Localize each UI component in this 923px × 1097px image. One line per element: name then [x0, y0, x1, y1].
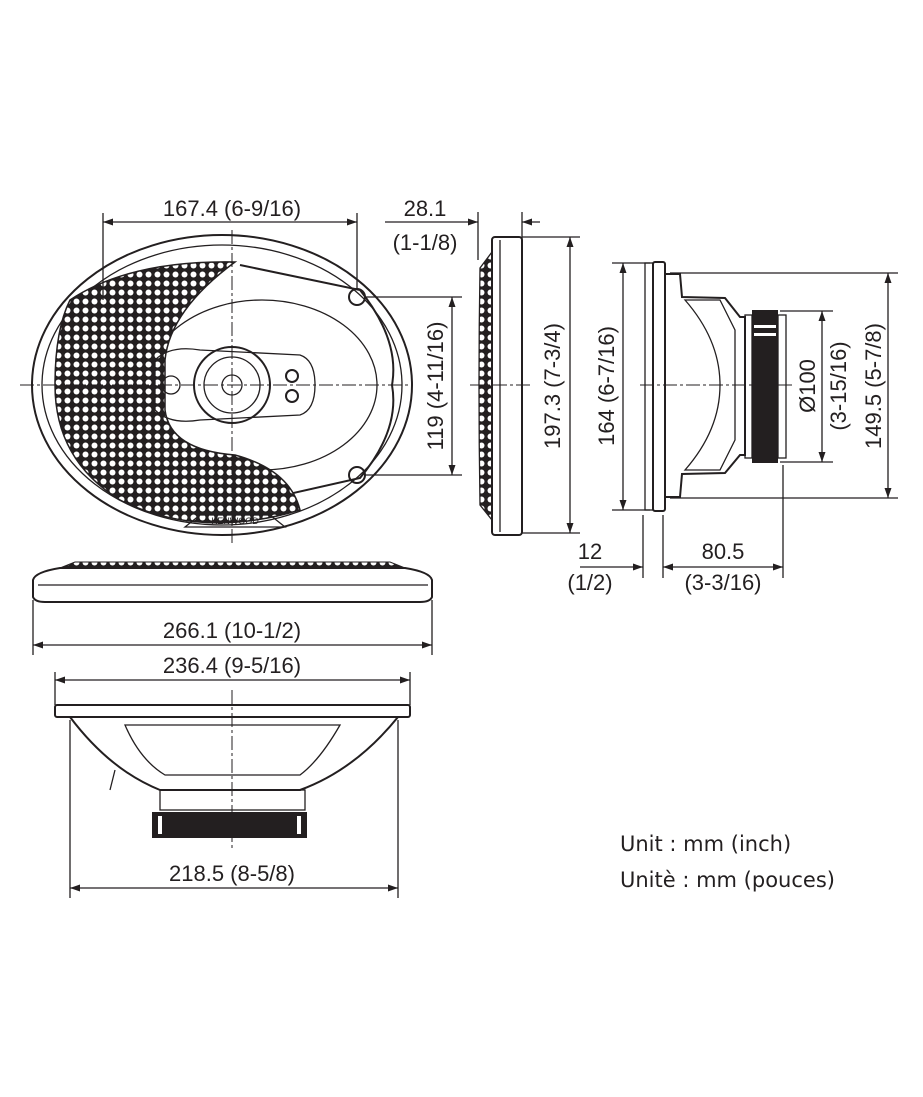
dim-overall-width: 266.1 (10-1/2) — [163, 618, 301, 643]
basket-side-view — [640, 261, 795, 512]
dim-mount-depth-mm: 80.5 — [702, 539, 745, 564]
dim-flange-in: (1/2) — [567, 570, 612, 595]
unit-label-fr: Unitè : mm (pouces) — [620, 868, 835, 892]
front-view: KENWOOD — [20, 230, 413, 545]
dim-basket-height: 149.5 (5-7/8) — [861, 323, 886, 449]
dim-magnet-dia-in: (3-15/16) — [826, 341, 851, 430]
dim-frame-width: 236.4 (9-5/16) — [163, 653, 301, 678]
brand-logo: KENWOOD — [211, 516, 259, 526]
bottom-side-view — [54, 690, 411, 850]
dim-grille-width: 167.4 (6-9/16) — [163, 196, 301, 221]
unit-label-en: Unit : mm (inch) — [620, 832, 791, 856]
dim-depth-mm: 28.1 — [404, 196, 447, 221]
dim-basket-width: 218.5 (8-5/8) — [169, 861, 295, 886]
dim-hole-spacing: 119 (4-11/16) — [423, 322, 448, 451]
dim-mount-depth-in: (3-3/16) — [684, 570, 761, 595]
top-edge-view — [32, 561, 433, 603]
dim-total-height: 197.3 (7-3/4) — [540, 323, 565, 449]
dim-frame-height: 164 (6-7/16) — [594, 326, 619, 446]
dim-depth-in: (1-1/8) — [393, 230, 458, 255]
dim-magnet-dia-mm: Ø100 — [795, 359, 820, 413]
side-profile-view — [470, 236, 530, 536]
dim-flange-mm: 12 — [578, 539, 602, 564]
